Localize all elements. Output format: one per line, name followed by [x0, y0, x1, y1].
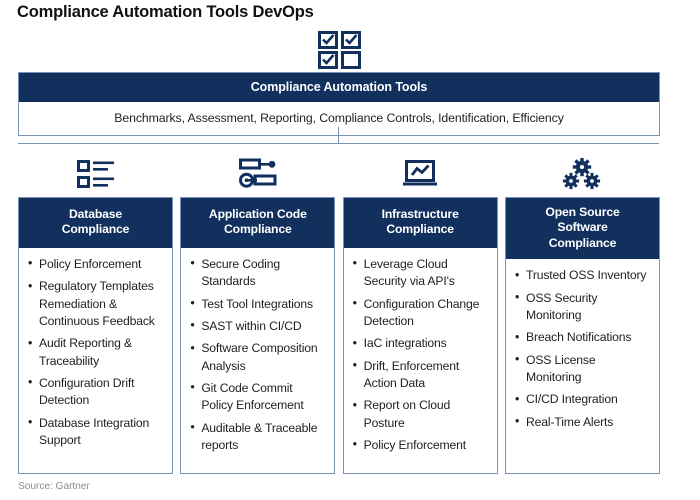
master-box: Compliance Automation Tools Benchmarks, …	[18, 72, 660, 136]
column-header: Database Compliance	[19, 198, 172, 248]
connector-horizontal	[18, 143, 659, 144]
list-item: OSS Security Monitoring	[515, 289, 652, 325]
column-body: Leverage Cloud Security via API's Config…	[344, 248, 497, 473]
list-item: SAST within CI/CD	[190, 317, 327, 335]
column-header-line2: Software	[557, 220, 608, 235]
column-database-compliance: Database Compliance Policy Enforcement R…	[18, 150, 173, 474]
column-header-line3: Compliance	[548, 235, 617, 250]
column-header-line1: Database	[69, 207, 122, 221]
list-item: Secure Coding Standards	[190, 255, 327, 291]
list-item: Configuration Change Detection	[353, 295, 490, 331]
list-item: Trusted OSS Inventory	[515, 267, 652, 285]
column-body: Secure Coding Standards Test Tool Integr…	[181, 248, 334, 473]
list-item: Report on Cloud Posture	[353, 397, 490, 432]
master-box-header: Compliance Automation Tools	[19, 73, 659, 102]
connector-vertical	[338, 127, 339, 144]
list-item: Leverage Cloud Security via API's	[353, 255, 490, 291]
bullet-list: Leverage Cloud Security via API's Config…	[353, 255, 490, 454]
list-item: Drift, Enforcement Action Data	[353, 357, 490, 393]
column-application-code-compliance: Application Code Compliance Secure Codin…	[180, 150, 336, 474]
bullet-list: Trusted OSS Inventory OSS Security Monit…	[515, 267, 652, 431]
list-item: Auditable & Traceable reports	[190, 419, 327, 455]
column-header-line1: Infrastructure	[381, 207, 459, 221]
list-item: Policy Enforcement	[28, 255, 165, 273]
list-item: Software Composition Analysis	[190, 340, 327, 375]
column-group: Database Compliance Policy Enforcement R…	[18, 150, 660, 474]
column-header-line2: Compliance	[386, 222, 454, 237]
checklist-checkboxes-icon	[318, 31, 362, 69]
column-infrastructure-compliance: Infrastructure Compliance Leverage Cloud…	[342, 150, 498, 474]
list-item: Configuration Drift Detection	[28, 374, 165, 410]
column-header: Infrastructure Compliance	[343, 198, 497, 248]
settings-sliders-icon	[180, 150, 335, 197]
column-header: Application Code Compliance	[181, 198, 335, 248]
list-icon	[18, 150, 173, 197]
list-item: Test Tool Integrations	[190, 295, 327, 313]
list-item: Regulatory Templates Remediation & Conti…	[28, 278, 165, 330]
source-attribution: Source: Gartner	[18, 481, 90, 492]
column-header-line1: Application Code	[208, 207, 307, 221]
list-item: Real-Time Alerts	[515, 413, 652, 431]
list-item: Database Integration Support	[28, 414, 165, 450]
column-header-line2: Compliance	[224, 222, 292, 237]
bullet-list: Policy Enforcement Regulatory Templates …	[28, 255, 165, 450]
column-body: Trusted OSS Inventory OSS Security Monit…	[506, 259, 659, 473]
list-item: Audit Reporting & Traceability	[28, 335, 165, 370]
column-box: Infrastructure Compliance Leverage Cloud…	[342, 197, 498, 474]
list-item: IaC integrations	[353, 335, 490, 353]
column-header-line1: Open Source	[545, 205, 620, 219]
list-item: Git Code Commit Policy Enforcement	[190, 379, 327, 415]
list-item: OSS License Monitoring	[515, 351, 652, 387]
bullet-list: Secure Coding Standards Test Tool Integr…	[190, 255, 327, 455]
monitor-chart-icon	[343, 150, 498, 197]
list-item: Policy Enforcement	[353, 436, 490, 454]
column-open-source-software-compliance: Open Source Software Compliance Trusted …	[504, 150, 660, 474]
column-header-line2: Compliance	[61, 222, 130, 237]
column-box: Application Code Compliance Secure Codin…	[180, 197, 336, 474]
list-item: CI/CD Integration	[515, 391, 652, 409]
column-body: Policy Enforcement Regulatory Templates …	[19, 248, 172, 473]
list-item: Breach Notifications	[515, 329, 652, 347]
gears-icon	[505, 150, 660, 197]
master-box-subtitle: Benchmarks, Assessment, Reporting, Compl…	[114, 111, 564, 125]
column-header: Open Source Software Compliance	[505, 198, 659, 260]
column-box: Database Compliance Policy Enforcement R…	[18, 197, 173, 474]
page-title: Compliance Automation Tools DevOps	[17, 3, 314, 21]
column-box: Open Source Software Compliance Trusted …	[504, 197, 660, 474]
